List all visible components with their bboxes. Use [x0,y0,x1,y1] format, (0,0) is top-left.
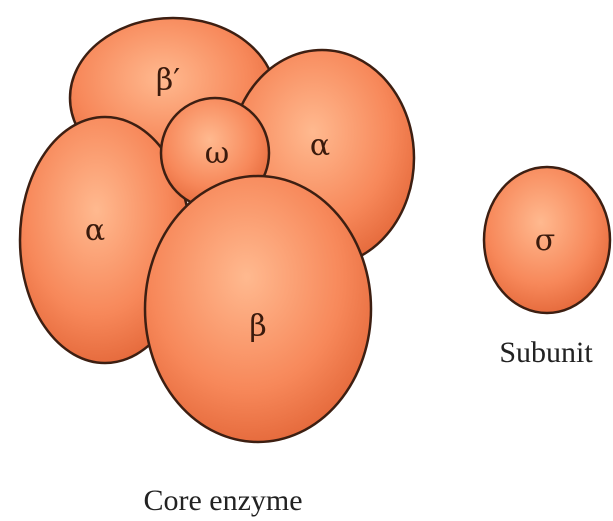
subunit-label-omega: ω [205,136,229,171]
subunit-beta: β [145,176,371,442]
subunit-label-alpha-left: α [85,213,105,248]
caption-subunit: Subunit [499,336,593,369]
sigma-subunit: σ [484,167,610,313]
subunit-label-beta-prime: β′ [156,63,180,98]
subunit-label-sigma: σ [535,223,555,258]
caption-core-enzyme: Core enzyme [143,484,302,517]
core-enzyme: β′ α α ω β [20,18,414,442]
subunit-label-beta: β [249,309,266,344]
subunit-label-alpha-right: α [310,128,330,163]
